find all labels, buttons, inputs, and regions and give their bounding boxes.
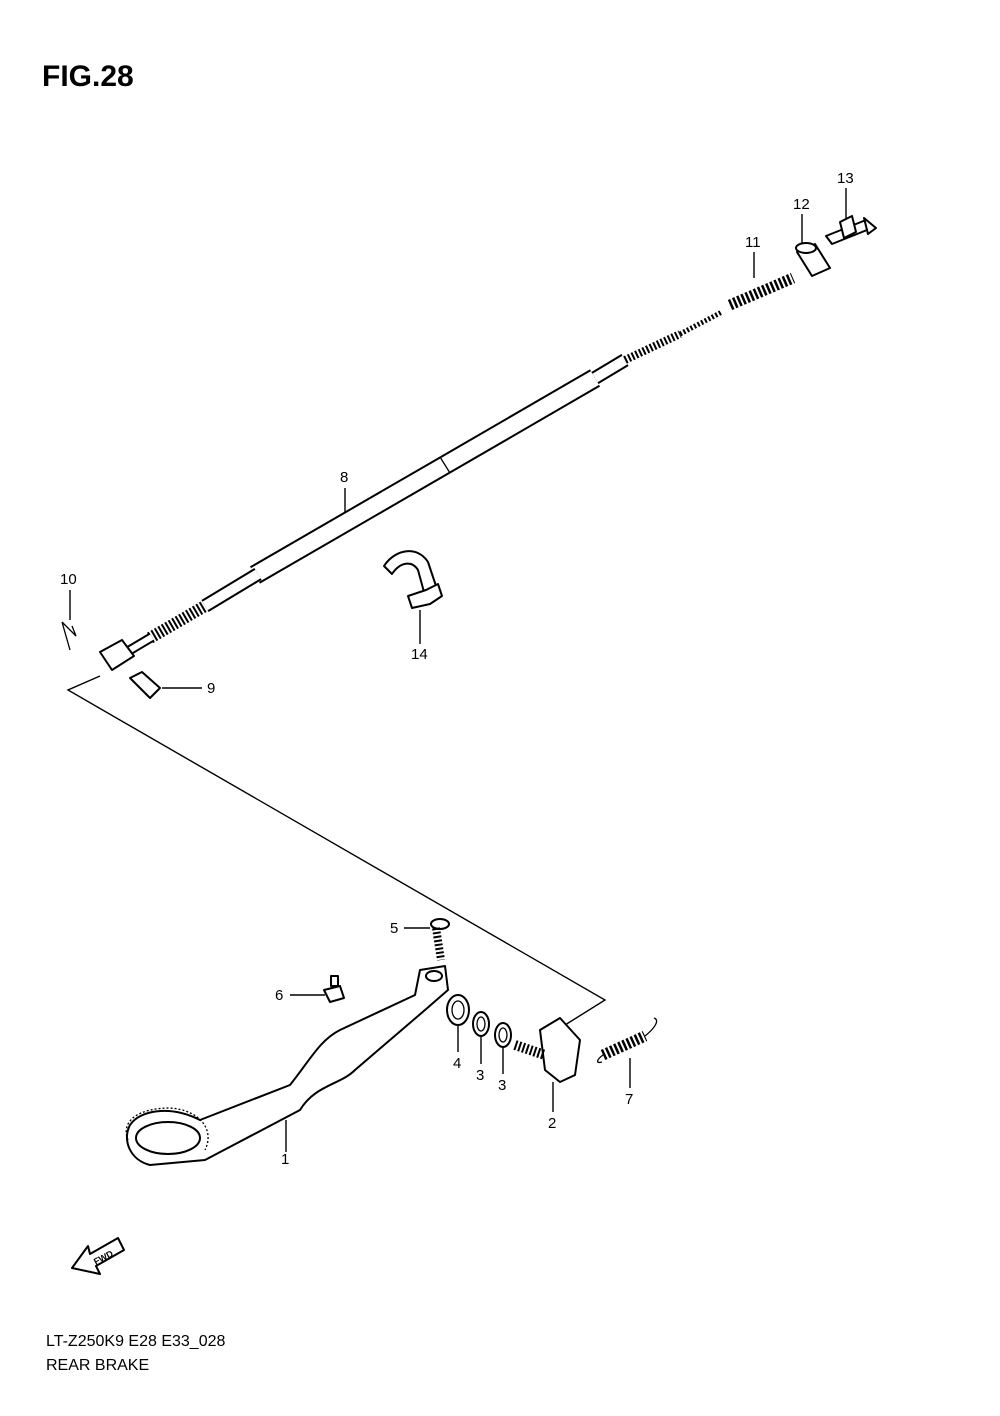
callout-9: 9 — [207, 680, 215, 697]
part-13-joint-pin[interactable] — [825, 215, 877, 245]
cable-outer-right-fill — [440, 371, 600, 472]
callout-11: 11 — [745, 234, 761, 251]
pedal-footpad — [135, 1121, 201, 1155]
part-3-o-ring-b[interactable] — [494, 1022, 512, 1048]
part-12-joint-collar[interactable] — [795, 242, 831, 277]
cable-adjuster-sleeve-fill — [202, 569, 261, 611]
part-10-cotter-pin[interactable] — [61, 621, 77, 651]
part-7-return-spring[interactable] — [596, 1017, 658, 1064]
pedal-pivot-hole — [425, 970, 443, 982]
callout-6: 6 — [275, 987, 283, 1004]
part-4-washer[interactable] — [446, 994, 470, 1026]
cable-outer-left-fill — [250, 458, 450, 582]
part-11-spring[interactable] — [727, 272, 796, 311]
figure-title: FIG.28 — [42, 60, 134, 93]
callout-10: 10 — [60, 571, 77, 588]
callout-1: 1 — [281, 1151, 289, 1168]
callout-13: 13 — [837, 170, 854, 187]
figure-code: LT-Z250K9 E28 E33_028 — [46, 1333, 226, 1350]
callout-3a: 3 — [476, 1067, 484, 1084]
part-8-brake-cable[interactable] — [99, 309, 724, 671]
callout-8: 8 — [340, 469, 348, 486]
callout-5: 5 — [390, 920, 398, 937]
assembly-guide-line — [66, 675, 607, 1026]
callout-4: 4 — [453, 1055, 461, 1072]
cable-adjuster-thread — [146, 600, 209, 644]
callout-14: 14 — [411, 646, 428, 663]
cable-joint — [439, 456, 451, 474]
cable-clevis — [99, 639, 135, 671]
cable-inner-thread — [623, 330, 682, 364]
fwd-arrow-icon: FWD — [71, 1237, 125, 1275]
callout-12: 12 — [793, 196, 810, 213]
part-1-brake-pedal[interactable] — [125, 965, 449, 1166]
part-5-bolt[interactable] — [430, 918, 450, 961]
part-6-nut[interactable] — [323, 975, 345, 1003]
callout-7: 7 — [625, 1091, 633, 1108]
part-3-o-ring-a[interactable] — [472, 1011, 490, 1037]
callout-3b: 3 — [498, 1077, 506, 1094]
figure-name: REAR BRAKE — [46, 1357, 150, 1374]
part-9-clevis-pin[interactable] — [129, 671, 161, 699]
part-14-cable-clamp[interactable] — [383, 550, 443, 609]
cable-inner-wire — [678, 309, 724, 337]
callout-2: 2 — [548, 1115, 556, 1132]
cable-ferrule-right-fill — [592, 355, 628, 383]
part-2-pedal-arm[interactable] — [513, 1017, 581, 1083]
leader-lines — [69, 188, 847, 1152]
